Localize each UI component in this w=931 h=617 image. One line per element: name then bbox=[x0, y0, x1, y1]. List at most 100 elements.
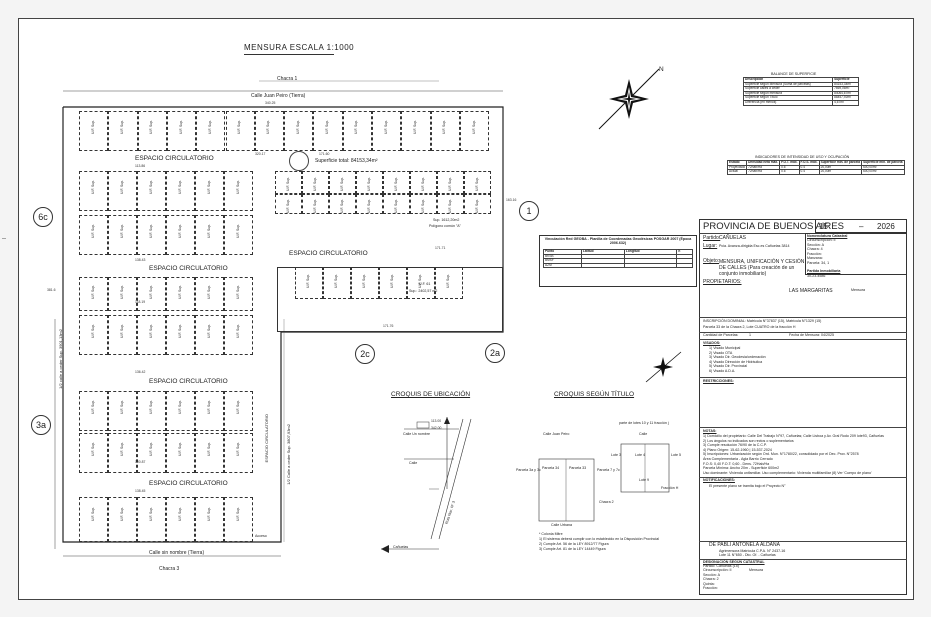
row2d-lot-label: U.F. Sup. bbox=[339, 199, 344, 213]
objeto-label: Objeto: bbox=[703, 258, 720, 264]
row2d-lot-label: U.F. Sup. bbox=[285, 199, 290, 213]
indicadores-cell: 0.4 bbox=[798, 169, 820, 175]
row1-lot-label: U.F. Sup. bbox=[412, 120, 417, 134]
row2d-lot: U.F. Sup. bbox=[383, 194, 410, 214]
row4a-lot-label: U.F. Sup. bbox=[119, 284, 124, 299]
row2c-lot: U.F. Sup. bbox=[464, 171, 491, 194]
row2b-lot-label: U.F. Sup. bbox=[119, 224, 124, 238]
ubicacion-title: CROQUIS DE UBICACIÓN bbox=[391, 391, 471, 398]
row2b-lot-label: U.F. Sup. bbox=[206, 224, 211, 238]
notificaciones-title: NOTIFICACIONES: bbox=[703, 478, 735, 482]
row2c-lot: U.F. Sup. bbox=[275, 171, 302, 194]
row2a-lot-label: U.F. Sup. bbox=[148, 180, 153, 194]
row1-lot-label: U.F. Sup. bbox=[119, 120, 124, 134]
lugar-label: Lugar: bbox=[703, 243, 718, 249]
dim-113-86: 113.86 bbox=[135, 164, 146, 168]
dim-138-45: 138.45 bbox=[135, 489, 146, 493]
row6-lot-label: U.F. Sup. bbox=[206, 507, 211, 521]
nota-item: F.O.S: 0,40 F.O.T: 0,60 - Dens. 72Hab/Ha bbox=[703, 461, 770, 466]
row2c-lot: U.F. Sup. bbox=[329, 171, 356, 194]
designacion-item: Circunscripción: II bbox=[703, 568, 732, 573]
row2a-lot: U.F. Sup. bbox=[224, 171, 253, 211]
ubicacion-num-1: 113.00 bbox=[431, 419, 442, 423]
row2b-lot: U.F. Sup. bbox=[224, 215, 253, 255]
row4a-lot: U.F. Sup. bbox=[79, 277, 108, 311]
row2b-lot-label: U.F. Sup. bbox=[90, 224, 95, 238]
row5a-lot-label: U.F. Sup. bbox=[90, 400, 95, 414]
partida-value: 30-23-4586 bbox=[807, 274, 826, 278]
titulo-calle-urbana: Calle Urbana bbox=[551, 523, 572, 527]
balance-cell: 4,67m² bbox=[832, 100, 859, 106]
row1-lot-label: U.F. Sup. bbox=[90, 120, 95, 134]
north-arrow-small bbox=[645, 351, 682, 383]
indicadores-cell: Actual bbox=[726, 169, 748, 175]
left-edge-mark: -- bbox=[2, 236, 6, 242]
nota-item: 2) Los ángulos no indicados son rectos o… bbox=[703, 438, 794, 443]
partida-title: Partida Inmobiliaria bbox=[807, 269, 841, 273]
row4a-lot: U.F. Sup. bbox=[137, 277, 166, 311]
row1-lot: U.F. Sup. bbox=[166, 111, 197, 151]
row1-lot-label: U.F. Sup. bbox=[383, 120, 388, 134]
visado-item: 2) Visado OTA bbox=[709, 350, 733, 355]
designacion-item: Chacra: 2 bbox=[703, 577, 719, 582]
street-juan-peiro: Calle Juan Peiro (Tierra) bbox=[251, 93, 306, 99]
row4b-lot-label: U.F. Sup. bbox=[119, 324, 124, 338]
street-chacra3: Chacra 3 bbox=[159, 566, 180, 572]
visado-item: 3) Visado Dir. Geodesia/ordenación bbox=[709, 355, 766, 360]
visado-item: 4) Visado Dirección de Hidráulica bbox=[709, 359, 763, 364]
titulo-note-item: 1) El sistema deberá cumplir con lo esta… bbox=[539, 537, 660, 541]
row2a-lot: U.F. Sup. bbox=[166, 171, 195, 211]
vinculacion-cell bbox=[580, 262, 625, 269]
dim-171-71: 171.71 bbox=[435, 246, 446, 250]
expediente-num: 15 bbox=[819, 222, 828, 231]
designacion-mensura: Mensura bbox=[749, 568, 763, 572]
row2d-lot: U.F. Sup. bbox=[329, 194, 356, 214]
row2a-lot-label: U.F. Sup. bbox=[235, 180, 240, 194]
title-underline bbox=[244, 54, 334, 55]
cartouche-line-4 bbox=[699, 339, 907, 340]
row1-lot-label: U.F. Sup. bbox=[354, 120, 359, 134]
row5a-lot-label: U.F. Sup. bbox=[206, 400, 211, 414]
row2b-lot-label: U.F. Sup. bbox=[177, 224, 182, 238]
inscripcion2: Parcela 33 de la Chacra 2, Lote CUATRO d… bbox=[703, 325, 796, 329]
row4b-lot: U.F. Sup. bbox=[166, 315, 195, 355]
zone-3a: 3a bbox=[31, 415, 51, 435]
row6-lot-label: U.F. Sup. bbox=[119, 507, 124, 521]
ubicacion-calle: Calle bbox=[409, 461, 418, 465]
row2a-lot: U.F. Sup. bbox=[108, 171, 137, 211]
row4b-lot: U.F. Sup. bbox=[224, 315, 253, 355]
notificacion-text: El presente plano se tramita bajo el Pro… bbox=[709, 484, 786, 488]
row6-lot: U.F. Sup. bbox=[166, 497, 195, 542]
titulo-parcela-7: Parcela 7 y 7c bbox=[597, 468, 620, 472]
cartouche-line-3 bbox=[699, 332, 907, 333]
notas-title: NOTAS: bbox=[703, 429, 717, 433]
objeto-value: MENSURA, UNIFICACIÓN Y CESIÓN DE CALLES … bbox=[719, 259, 805, 277]
vinculacion-row: AZM bbox=[543, 262, 693, 269]
row5a-lot-label: U.F. Sup. bbox=[177, 400, 182, 414]
row1-lot-label: U.F. Sup. bbox=[207, 120, 212, 134]
row5a-lot: U.F. Sup. bbox=[224, 391, 253, 431]
row5b-lot-label: U.F. Sup. bbox=[177, 442, 182, 456]
row1-lot: U.F. Sup. bbox=[254, 111, 285, 151]
vinculacion-cell: AZM bbox=[543, 262, 582, 269]
poligono-sup: Sup. 1612,20m2 bbox=[433, 218, 460, 222]
row2c-lot-label: U.F. Sup. bbox=[312, 176, 317, 191]
balance-row: Diferencia (en menos)4,67m² bbox=[742, 100, 859, 106]
espacio-3: ESPACIO CIRCULATORIO bbox=[289, 250, 368, 257]
row2d-lot-label: U.F. Sup. bbox=[366, 199, 371, 213]
row6-lot: U.F. Sup. bbox=[108, 497, 137, 542]
provincia: PROVINCIA DE BUENOS AIRES bbox=[703, 221, 844, 232]
nomenclatura-item: Circunscripción: II bbox=[807, 238, 836, 242]
row5b-lot-label: U.F. Sup. bbox=[206, 442, 211, 456]
row2c-lot-label: U.F. Sup. bbox=[285, 176, 290, 191]
indicadores-cell: 72hab/Ha bbox=[746, 169, 781, 175]
cartouche bbox=[699, 219, 907, 595]
row4b-lot: U.F. Sup. bbox=[79, 315, 108, 355]
vinculacion-title: Vinculación Red GEOBA - Planilla de Coor… bbox=[544, 237, 692, 245]
row4b-lot-label: U.F. Sup. bbox=[177, 324, 182, 338]
profesional-name: DE PABLI ANTONELA ALDANA bbox=[709, 542, 780, 548]
designacion-item: Quinta: bbox=[703, 581, 715, 586]
row2a-lot-label: U.F. Sup. bbox=[177, 180, 182, 194]
restricciones-title: RESTRICCIONES: bbox=[703, 379, 734, 383]
